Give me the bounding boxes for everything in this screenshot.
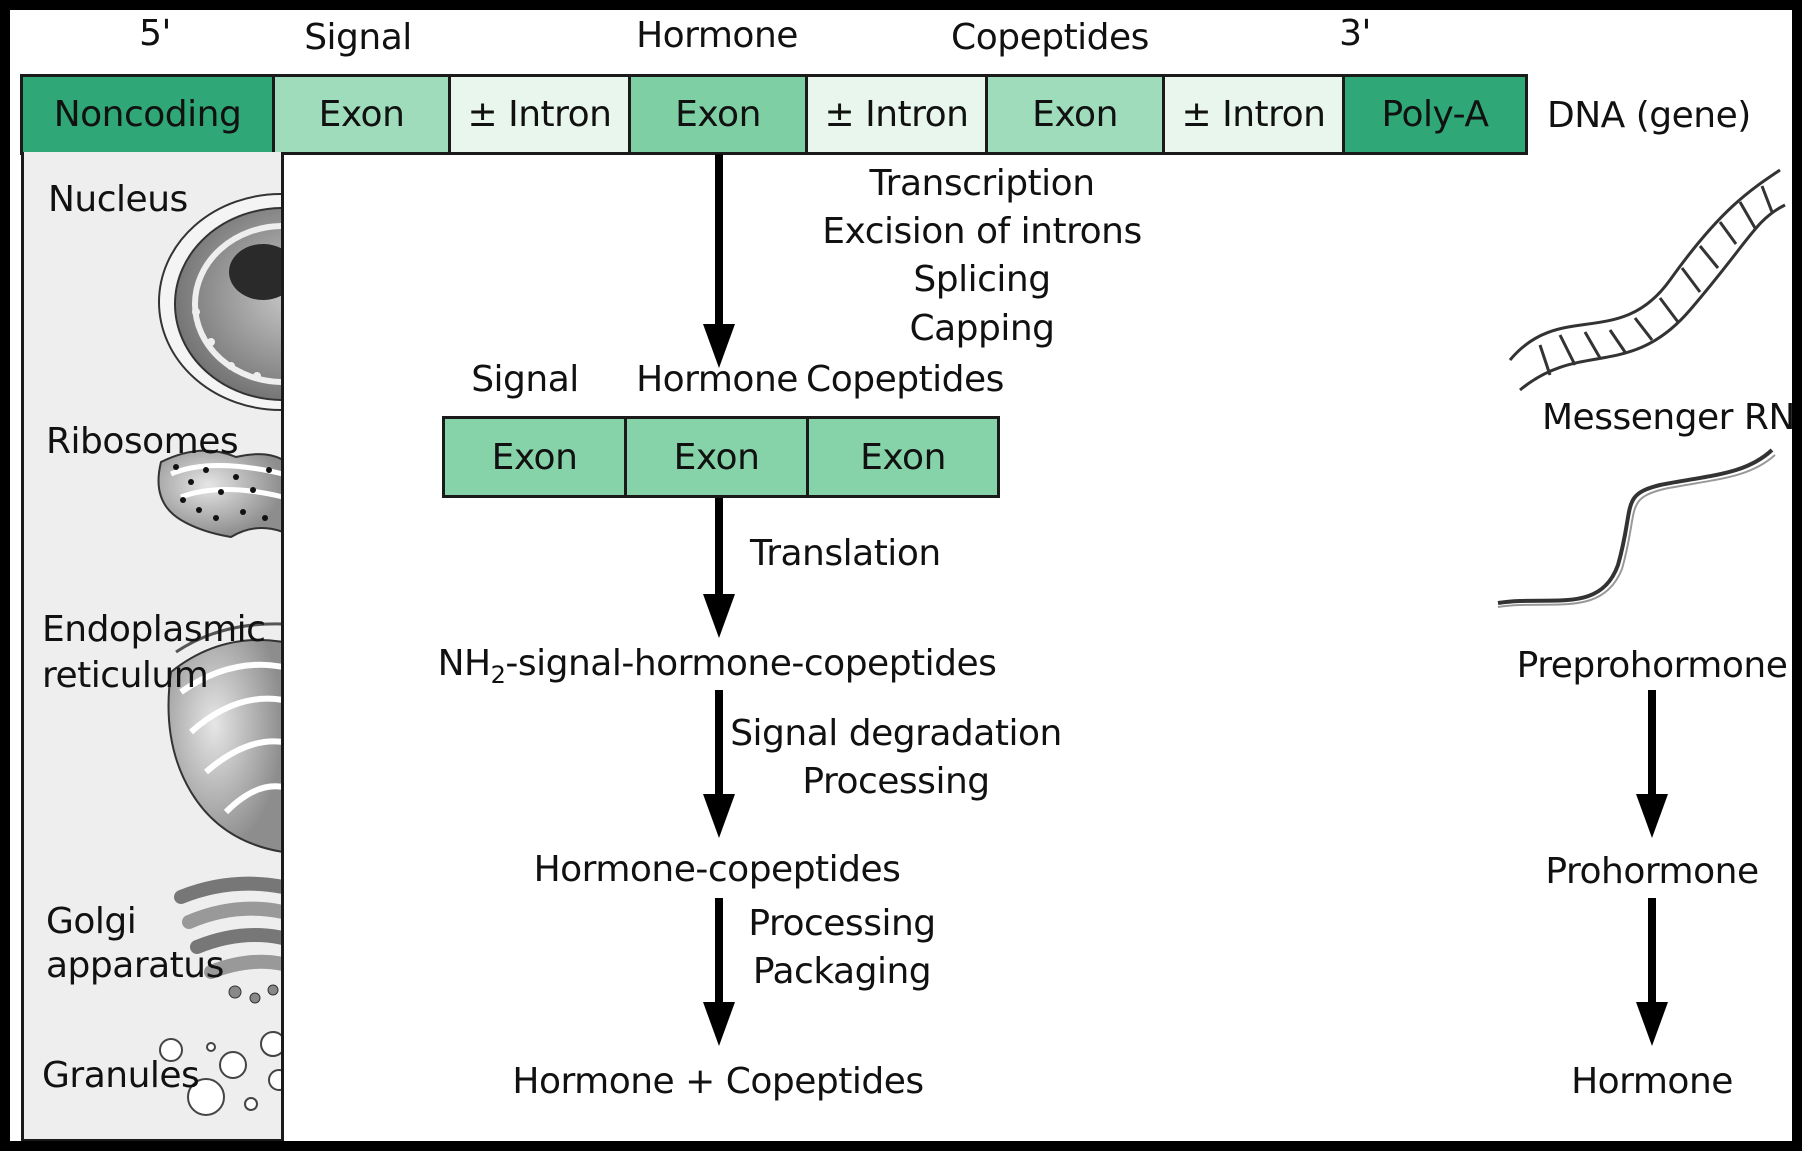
transcription-steps: Transcription Excision of introns Splici… — [822, 162, 1142, 350]
golgi-label-line2: apparatus — [46, 945, 224, 986]
translation-label: Translation — [750, 533, 941, 574]
ribosomes-icon — [157, 449, 281, 539]
nh-prefix: NH — [437, 643, 492, 684]
er-label-line2: reticulum — [42, 655, 209, 696]
preprohormone-arrow-icon — [1636, 690, 1668, 838]
nucleus-icon — [158, 193, 281, 411]
mrna-copeptides-label: Copeptides — [806, 359, 1004, 400]
cell-label: ± Intron — [1181, 94, 1326, 135]
dna-intron-cell: ± Intron — [808, 77, 988, 152]
er-label-line1: Endoplasmic — [42, 609, 266, 650]
dna-intron-cell: ± Intron — [1165, 77, 1345, 152]
cell-label: ± Intron — [824, 94, 969, 135]
dna-exon-cell: Exon — [631, 77, 808, 152]
three-prime-label: 3' — [1339, 13, 1371, 54]
packaging-steps: Processing Packaging — [748, 902, 936, 993]
nh-subscript: 2 — [490, 661, 506, 690]
cell-label: Noncoding — [53, 94, 242, 135]
gene-hormone-label: Hormone — [636, 15, 798, 56]
dna-exon-cell: Exon — [275, 77, 451, 152]
mrna-hormone-label: Hormone — [636, 359, 798, 400]
golgi-label-line1: Golgi — [46, 901, 137, 942]
preprohormone-label: Preprohormone — [1516, 645, 1788, 686]
dna-polya-cell: Poly-A — [1345, 77, 1525, 152]
prohormone-arrow-icon — [1636, 898, 1668, 1046]
gene-signal-label: Signal — [304, 17, 412, 58]
ribosomes-label: Ribosomes — [46, 421, 239, 462]
dna-gene-row: Noncoding Exon ± Intron Exon ± Intron Ex… — [20, 74, 1528, 155]
diagram-canvas: 5' Signal Hormone Copeptides 3' Noncodin… — [10, 10, 1792, 1141]
five-prime-label: 5' — [139, 13, 171, 54]
dna-exon-cell: Exon — [988, 77, 1165, 152]
dna-helix-icon — [1508, 168, 1786, 392]
packaging-arrow-icon — [703, 898, 735, 1046]
cell-label: ± Intron — [467, 94, 612, 135]
messenger-rna-label: Messenger RNA — [1542, 397, 1792, 438]
step-excision: Excision of introns — [822, 211, 1142, 253]
processing-steps: Signal degradation Processing — [730, 712, 1062, 803]
organelle-illustrations — [157, 193, 281, 1116]
granules-icon — [159, 1031, 281, 1116]
mrna-exon-cell: Exon — [445, 419, 627, 495]
cell-label: Poly-A — [1381, 94, 1489, 135]
dna-gene-label: DNA (gene) — [1547, 95, 1751, 136]
step-packaging: Packaging — [752, 951, 932, 993]
cell-label: Exon — [318, 94, 405, 135]
mrna-exon-cell: Exon — [627, 419, 809, 495]
mrna-signal-label: Signal — [471, 359, 579, 400]
cell-label: Exon — [491, 436, 578, 478]
organelle-sidebar: Nucleus Ribosomes Endoplasmic reticulum … — [21, 152, 284, 1141]
cell-label: Exon — [675, 94, 761, 135]
endoplasmic-reticulum-icon — [167, 622, 281, 853]
prohormone-label: Prohormone — [1545, 851, 1759, 892]
chain-rest: -signal-hormone-copeptides — [505, 643, 997, 684]
step-splicing: Splicing — [913, 259, 1051, 301]
step-signal-degradation: Signal degradation — [730, 713, 1062, 754]
processing-arrow-icon — [703, 690, 735, 838]
preprohormone-chain-label: NH2-signal-hormone-copeptides — [437, 643, 997, 690]
dna-noncoding-cell: Noncoding — [23, 77, 275, 152]
dna-intron-cell: ± Intron — [451, 77, 631, 152]
mrna-exon-row: Exon Exon Exon — [442, 416, 1000, 498]
step-transcription: Transcription — [869, 163, 1095, 204]
final-products-label: Hormone + Copeptides — [512, 1061, 924, 1102]
mrna-strand-icon — [1497, 448, 1776, 608]
cell-label: Exon — [673, 436, 760, 478]
gene-copeptides-label: Copeptides — [951, 17, 1149, 58]
step-capping: Capping — [909, 307, 1055, 349]
granules-label: Granules — [42, 1055, 200, 1096]
cell-label: Exon — [860, 436, 946, 478]
mrna-exon-cell: Exon — [809, 419, 997, 495]
cell-label: Exon — [1032, 94, 1118, 135]
nucleus-label: Nucleus — [48, 179, 188, 220]
golgi-apparatus-icon — [174, 876, 281, 1004]
transcription-arrow-icon — [703, 154, 735, 368]
step-processing: Processing — [802, 761, 990, 803]
translation-arrow-icon — [703, 498, 735, 638]
hormone-copeptides-label: Hormone-copeptides — [533, 849, 901, 890]
step-processing-2: Processing — [748, 903, 936, 944]
hormone-label: Hormone — [1571, 1061, 1733, 1102]
